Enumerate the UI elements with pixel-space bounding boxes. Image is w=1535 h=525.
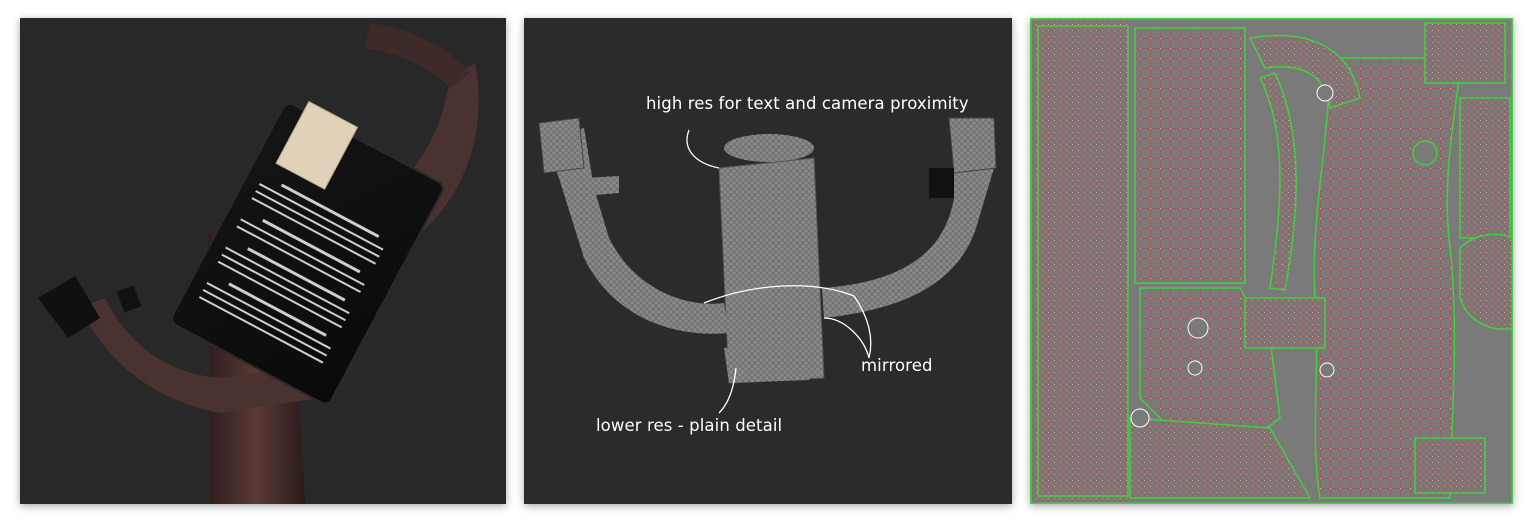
yoke-right-button-shape (929, 168, 954, 198)
annotation-mirrored: mirrored (861, 356, 933, 375)
yoke-head-shape (724, 134, 814, 162)
uv-curved-band (1248, 34, 1361, 109)
uv-left-strip-border (1037, 25, 1129, 497)
render-view-panel (20, 18, 506, 504)
left-grip-switch-shape (38, 276, 100, 338)
annotation-high-res: high res for text and camera proximity (646, 94, 969, 113)
uv-radial-marker-2 (1316, 84, 1334, 102)
left-grip-button-shape (116, 285, 142, 313)
uv-big-left-island (1134, 27, 1246, 284)
yoke-lower-mesh-shape (724, 343, 814, 383)
uv-border (1030, 18, 1513, 504)
uv-top-right-island (1424, 22, 1506, 84)
uv-layout-image (1030, 18, 1513, 504)
high-res-leader-line (686, 129, 720, 169)
lower-res-leader-line (718, 367, 737, 414)
uv-radial-marker-1 (1412, 140, 1438, 166)
uv-right-strip-island (1459, 97, 1511, 239)
yoke-wireframe-image (538, 117, 997, 414)
uv-left-strip (1030, 18, 1130, 504)
mirrored-leader-line-1 (703, 285, 855, 304)
checklist-plate (171, 100, 444, 405)
wireframe-view-panel: high res for text and camera proximity m… (524, 18, 1012, 504)
yoke-right-handle-shape (365, 23, 470, 88)
yoke-left-grip-mesh-shape (538, 117, 585, 174)
yoke-render-image (38, 23, 479, 504)
yoke-right-grip-mesh-shape (948, 117, 997, 174)
uv-right-circle-island (1459, 233, 1513, 330)
uv-fan-island (1129, 417, 1312, 499)
uv-radial-marker-3 (1187, 317, 1209, 339)
annotation-lower-res: lower res - plain detail (596, 416, 783, 435)
uv-vertical-band (1258, 72, 1297, 291)
uv-radial-marker-6 (1130, 408, 1150, 428)
mirrored-leader-line-2 (823, 317, 870, 359)
uv-bottom-right-island (1414, 437, 1486, 494)
uv-central-island (1313, 57, 1461, 499)
uv-radial-marker-4 (1187, 360, 1203, 376)
mirrored-leader-line-3 (853, 295, 872, 359)
uv-radial-marker-5 (1319, 362, 1335, 378)
uv-layout-view-panel (1030, 18, 1513, 504)
yoke-left-arm-shape (80, 298, 320, 413)
yoke-column-mesh-shape (718, 157, 825, 384)
uv-mid-rect-island (1244, 297, 1326, 349)
yoke-left-button-mesh-shape (584, 176, 619, 196)
